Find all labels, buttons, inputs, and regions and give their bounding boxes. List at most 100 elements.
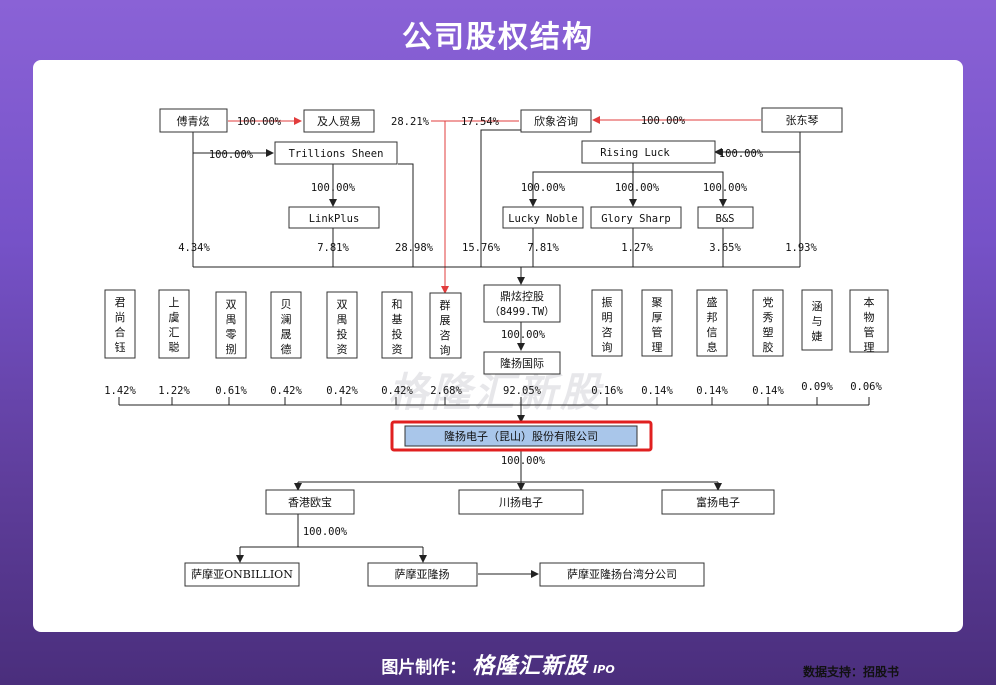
node-qunzhan: 群展咨询 (429, 292, 462, 359)
svg-text:Glory Sharp: Glory Sharp (601, 213, 671, 225)
svg-text:双禺投资: 双禺投资 (337, 298, 348, 356)
node-zhang: 张东琴 (761, 107, 843, 133)
svg-text:4.34%: 4.34% (178, 242, 210, 254)
node-dangxiu: 党秀塑胶 (752, 289, 784, 357)
watermark: 格隆汇新股 (388, 370, 603, 416)
svg-text:7.81%: 7.81% (527, 242, 559, 254)
footer-label: 图片制作： (381, 658, 467, 678)
svg-text:傅青炫: 傅青炫 (177, 114, 210, 128)
svg-text:28.98%: 28.98% (395, 242, 434, 254)
svg-text:双禺零捌: 双禺零捌 (226, 298, 237, 356)
node-shuangyuling: 双禺零捌 (215, 291, 247, 359)
svg-text:LinkPlus: LinkPlus (309, 213, 360, 225)
svg-text:群展咨询: 群展咨询 (440, 298, 451, 357)
svg-text:Rising Luck: Rising Luck (600, 147, 670, 159)
node-benwu: 本物管理 (849, 289, 889, 354)
edge-trillions-down (398, 163, 414, 267)
svg-text:上虞汇聪: 上虞汇聪 (169, 296, 180, 354)
edge-xinxiang-down (480, 129, 523, 267)
svg-text:100.00%: 100.00% (703, 182, 748, 194)
svg-text:100.00%: 100.00% (501, 455, 546, 467)
svg-text:Lucky Noble: Lucky Noble (508, 213, 578, 225)
svg-text:92.05%: 92.05% (503, 385, 542, 397)
svg-text:鼎炫控股: 鼎炫控股 (500, 289, 544, 303)
svg-text:和基投资: 和基投资 (392, 298, 403, 356)
node-rising: Rising Luck (581, 140, 716, 164)
node-company: 隆扬电子（昆山）股份有限公司 (404, 425, 638, 447)
svg-text:100.00%: 100.00% (615, 182, 660, 194)
svg-text:党秀塑胶: 党秀塑胶 (763, 296, 774, 354)
svg-text:1.93%: 1.93% (785, 242, 817, 254)
node-fu: 傅青炫 (159, 108, 228, 133)
node-hanyu: 涵与婕 (801, 289, 833, 351)
node-trillions: Trillions Sheen (274, 141, 398, 165)
svg-text:100.00%: 100.00% (209, 149, 254, 161)
node-jiren: 及人贸易 (303, 109, 375, 133)
svg-text:（8499.TW）: （8499.TW） (489, 306, 554, 318)
svg-text:盛邦信息: 盛邦信息 (707, 295, 718, 354)
node-zhenming: 振明咨询 (591, 289, 623, 357)
svg-text:100.00%: 100.00% (237, 116, 282, 128)
svg-text:聚厚管理: 聚厚管理 (652, 296, 663, 354)
svg-text:0.16%: 0.16% (591, 385, 623, 397)
svg-text:2.68%: 2.68% (430, 385, 462, 397)
edge-rising-bs (633, 171, 727, 207)
ipo-tag: IPO (593, 663, 615, 676)
node-junshang: 君尚合钰 (104, 289, 136, 359)
node-juhou: 聚厚管理 (641, 289, 673, 357)
svg-text:0.14%: 0.14% (752, 385, 784, 397)
node-dingxuan: 鼎炫控股 （8499.TW） (483, 284, 561, 323)
node-hk: 香港欧宝 (265, 489, 355, 515)
svg-text:15.76%: 15.76% (462, 242, 501, 254)
node-chuanyang: 川扬电子 (458, 489, 584, 515)
svg-text:0.42%: 0.42% (270, 385, 302, 397)
svg-text:100.00%: 100.00% (521, 182, 566, 194)
svg-text:1.27%: 1.27% (621, 242, 653, 254)
svg-text:100.00%: 100.00% (311, 182, 356, 194)
svg-text:君尚合钰: 君尚合钰 (115, 296, 126, 354)
svg-text:隆扬国际: 隆扬国际 (500, 356, 544, 370)
svg-text:3.65%: 3.65% (709, 242, 741, 254)
node-samoa-ly: 萨摩亚隆扬 (367, 562, 478, 587)
node-linkplus: LinkPlus (288, 206, 380, 229)
svg-text:隆扬电子（昆山）股份有限公司: 隆扬电子（昆山）股份有限公司 (444, 429, 598, 443)
node-glory: Glory Sharp (590, 206, 682, 229)
svg-text:0.09%: 0.09% (801, 381, 833, 393)
svg-text:川扬电子: 川扬电子 (499, 495, 543, 509)
node-samoa-on: 萨摩亚ONBILLION (184, 562, 300, 587)
page-title: 公司股权结构 (402, 20, 594, 55)
svg-text:0.61%: 0.61% (215, 385, 247, 397)
company-highlight (390, 420, 653, 452)
svg-text:B&S: B&S (716, 213, 735, 225)
svg-text:本物管理: 本物管理 (864, 295, 875, 354)
svg-text:Trillions Sheen: Trillions Sheen (289, 148, 384, 160)
svg-text:100.00%: 100.00% (641, 115, 686, 127)
svg-text:及人贸易: 及人贸易 (317, 115, 361, 128)
svg-text:振明咨询: 振明咨询 (602, 295, 613, 354)
svg-text:0.06%: 0.06% (850, 381, 882, 393)
svg-text:7.81%: 7.81% (317, 242, 349, 254)
svg-text:萨摩亚隆扬台湾分公司: 萨摩亚隆扬台湾分公司 (567, 567, 677, 581)
svg-text:1.22%: 1.22% (158, 385, 190, 397)
svg-text:萨摩亚隆扬: 萨摩亚隆扬 (395, 567, 450, 581)
node-longyang-intl: 隆扬国际 (483, 351, 561, 375)
equity-diagram: 傅青炫 及人贸易 欣象咨询 张东琴 Trillions Sheen Rising… (104, 107, 889, 587)
svg-text:100.00%: 100.00% (501, 329, 546, 341)
brand-logo: 格隆汇新股 (472, 654, 588, 679)
source-note: 数据支持：招股书 (802, 665, 899, 679)
svg-text:富扬电子: 富扬电子 (696, 495, 740, 509)
svg-text:香港欧宝: 香港欧宝 (288, 495, 332, 509)
svg-text:17.54%: 17.54% (461, 116, 500, 128)
svg-text:0.42%: 0.42% (381, 385, 413, 397)
svg-text:0.42%: 0.42% (326, 385, 358, 397)
svg-text:0.14%: 0.14% (696, 385, 728, 397)
node-bs: B&S (697, 206, 754, 229)
node-shengbang: 盛邦信息 (696, 289, 728, 357)
footer: 图片制作： 格隆汇新股 IPO (0, 648, 996, 680)
svg-text:0.14%: 0.14% (641, 385, 673, 397)
node-fuyang: 富扬电子 (661, 489, 775, 515)
svg-text:100.00%: 100.00% (303, 526, 348, 538)
svg-text:欣象咨询: 欣象咨询 (534, 114, 578, 128)
svg-text:28.21%: 28.21% (391, 116, 430, 128)
chart-panel: 格隆汇新股 (33, 60, 963, 679)
